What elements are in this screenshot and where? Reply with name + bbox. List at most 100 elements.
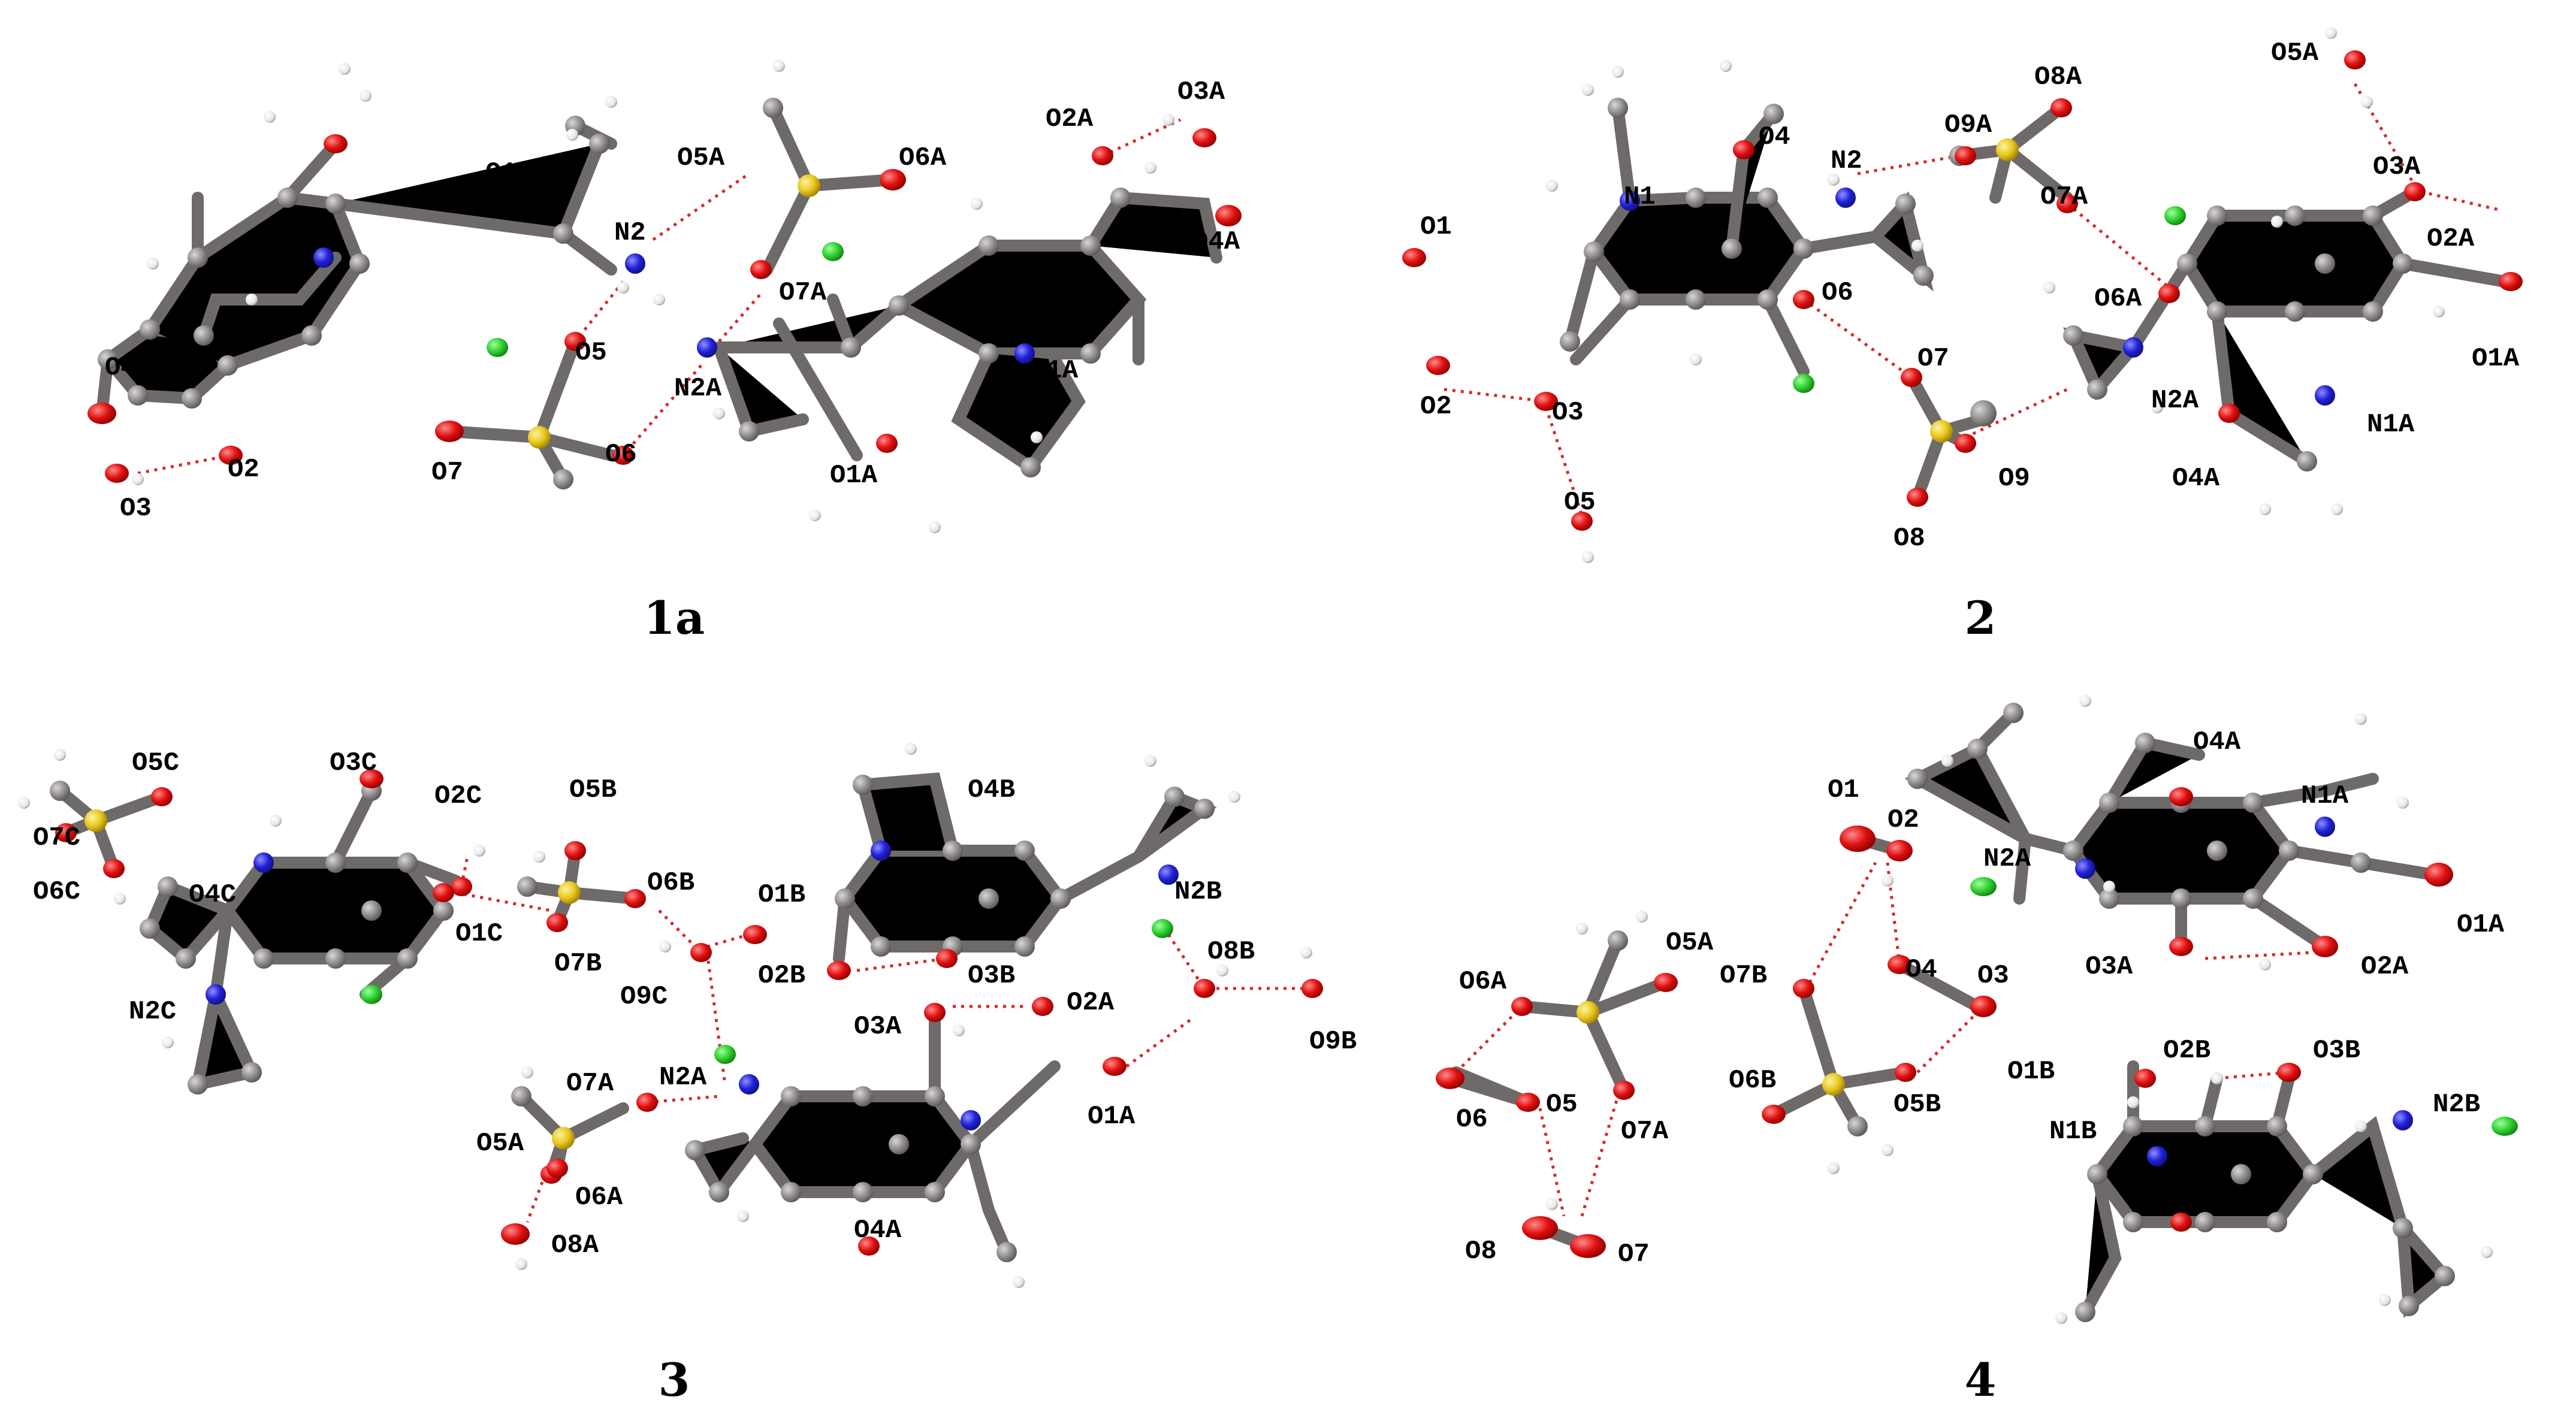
atom-label: O7A	[2040, 182, 2088, 212]
atom-label: N2A	[2151, 386, 2199, 416]
methanesulfonate-anion	[1516, 935, 1911, 1132]
atom-label: N1B	[2049, 1117, 2097, 1147]
atom-label: O2	[228, 455, 259, 485]
atom-label: O1A	[830, 461, 878, 491]
atom-label: O1	[1828, 775, 1859, 805]
atom-label: O5	[575, 338, 607, 368]
atom-label: O2A	[2427, 224, 2475, 254]
atom-label: O2	[1420, 392, 1452, 422]
atoms	[18, 743, 1323, 1288]
panel-4: O1 O2 O4A N1A O5A N2A O6A O7B O4 O3 O3A …	[1436, 695, 2518, 1407]
atom-label: N2A	[659, 1063, 707, 1093]
atom-label: N2C	[129, 997, 176, 1027]
atom-label: O3	[1552, 398, 1584, 428]
atom-label: N2B	[1174, 877, 1222, 907]
methanesulfonate-anion	[443, 102, 899, 485]
atom-label: O2B	[758, 961, 805, 991]
atom-label: O4A	[1192, 227, 1240, 257]
atom-label: O3A	[1177, 77, 1225, 107]
atom-label: O6A	[899, 143, 947, 173]
atom-label: N1	[1624, 182, 1656, 212]
panel-caption: 4	[1965, 1353, 1997, 1407]
atom-label: O4	[105, 353, 137, 383]
atom-label: O7	[1618, 1239, 1650, 1269]
atom-labels: O4 N1 N2 O9A O8A O5A O1 O7A O3A O2A O6 O…	[1420, 38, 2520, 554]
atom-label: O6A	[575, 1183, 623, 1213]
atom-label: O4B	[968, 775, 1015, 805]
atom-label: O3C	[330, 748, 377, 778]
atom-label: O3B	[968, 961, 1015, 991]
atom-label: N1	[273, 245, 304, 275]
panel-2: O4 N1 N2 O9A O8A O5A O1 O7A O3A O2A O6 O…	[1402, 27, 2523, 645]
atom-label: O6C	[33, 877, 80, 907]
atom-label: O7A	[566, 1069, 614, 1099]
atom-label: O6A	[1459, 967, 1507, 997]
atom-label: O2B	[2163, 1036, 2210, 1066]
atom-labels: O1 N1 N2 O5A O6A O2A O3A O4A O4 O2 O3 O5…	[105, 77, 1240, 524]
atom-label: O5B	[569, 775, 617, 805]
atom-label: O9A	[1944, 110, 1992, 140]
atom-label: O3	[1977, 961, 2009, 991]
atom-label: N1A	[1031, 356, 1079, 386]
atom-labels: O1 O2 O4A N1A O5A N2A O6A O7B O4 O3 O3A …	[1456, 727, 2505, 1269]
atom-label: O6B	[1729, 1066, 1776, 1096]
atom-label: N2A	[674, 374, 722, 404]
atom-label: O2	[1888, 805, 1919, 835]
atom-label: O7	[1917, 344, 1949, 374]
atom-label: N2A	[1983, 844, 2031, 874]
atom-label: O7C	[33, 823, 80, 853]
atom-label: O8B	[1207, 937, 1255, 967]
atom-label: O1	[1420, 212, 1452, 242]
atom-label: O5A	[1666, 928, 1714, 958]
atom-label: O7B	[554, 949, 602, 979]
atom-label: N2	[614, 218, 646, 248]
atom-label: O6	[1456, 1105, 1488, 1135]
panel-caption: 2	[1965, 591, 1997, 645]
atom-label: O6A	[2094, 284, 2142, 314]
atom-label: O6	[605, 440, 637, 470]
atom-label: O5C	[132, 748, 179, 778]
atom-label: O8A	[551, 1230, 599, 1260]
atom-label: O7A	[779, 278, 827, 308]
atom-label: N2B	[2433, 1090, 2480, 1120]
atom-label: O2A	[2361, 952, 2409, 982]
atom-label: O5	[1564, 488, 1596, 518]
atom-label: O4C	[189, 880, 236, 910]
atom-label: O7A	[1621, 1117, 1669, 1147]
atom-label: O6B	[647, 868, 694, 898]
atom-label: O5	[1546, 1090, 1578, 1120]
atom-label: O5B	[1894, 1090, 1941, 1120]
atom-label: N2	[1831, 146, 1862, 176]
atom-label: O4A	[854, 1216, 902, 1245]
atom-label: O6	[1822, 278, 1853, 308]
panel-caption: 1a	[644, 591, 705, 645]
panel-1a: O1 N1 N2 O5A O6A O2A O3A O4A O4 O2 O3 O5…	[87, 60, 1242, 645]
atom-label: O3B	[2313, 1036, 2360, 1066]
atom-label: O4	[1905, 955, 1937, 985]
atom-label: O2C	[434, 781, 482, 811]
atom-label: O9B	[1309, 1027, 1357, 1057]
atom-label: O7B	[1720, 961, 1767, 991]
atom-label: O4	[1759, 122, 1790, 152]
atom-label: O8	[1894, 524, 1925, 554]
atom-label: O8	[1465, 1236, 1497, 1266]
atom-label: O1B	[2007, 1057, 2055, 1087]
panel-3: O5C O3C O2C O5B O4B O7C O6C O4C O6B O1B …	[18, 743, 1357, 1407]
atom-label: O1C	[455, 919, 503, 949]
atom-label: O9C	[620, 982, 668, 1012]
atom-label: O3A	[854, 1012, 902, 1042]
atoms	[1436, 695, 2518, 1324]
atom-label: O7	[431, 458, 463, 488]
atom-label: O1B	[758, 880, 805, 910]
atoms	[1402, 27, 2523, 563]
hydrogen-bonds	[137, 118, 1182, 475]
atom-label: N1A	[2367, 410, 2415, 440]
atom-label: O9	[1998, 464, 2030, 494]
atom-label: O3	[120, 494, 152, 524]
panel-caption: 3	[659, 1353, 690, 1407]
atom-label: O5A	[677, 143, 725, 173]
atom-label: O1A	[2457, 910, 2505, 940]
atom-labels: O5C O3C O2C O5B O4B O7C O6C O4C O6B O1B …	[33, 748, 1357, 1260]
atom-label: O4A	[2193, 727, 2241, 757]
